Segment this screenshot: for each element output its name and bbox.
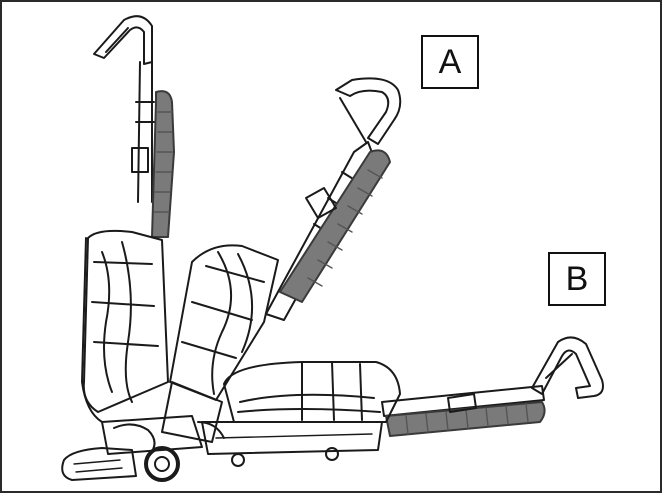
vacuum-flat-position	[201, 336, 604, 467]
position-a-text: A	[438, 42, 462, 81]
vacuum-reclined-position	[161, 77, 402, 443]
position-b-label: B	[548, 252, 606, 306]
position-b-text: B	[565, 259, 589, 298]
vacuum-upright-position	[61, 15, 203, 482]
position-a-label: A	[421, 35, 479, 89]
